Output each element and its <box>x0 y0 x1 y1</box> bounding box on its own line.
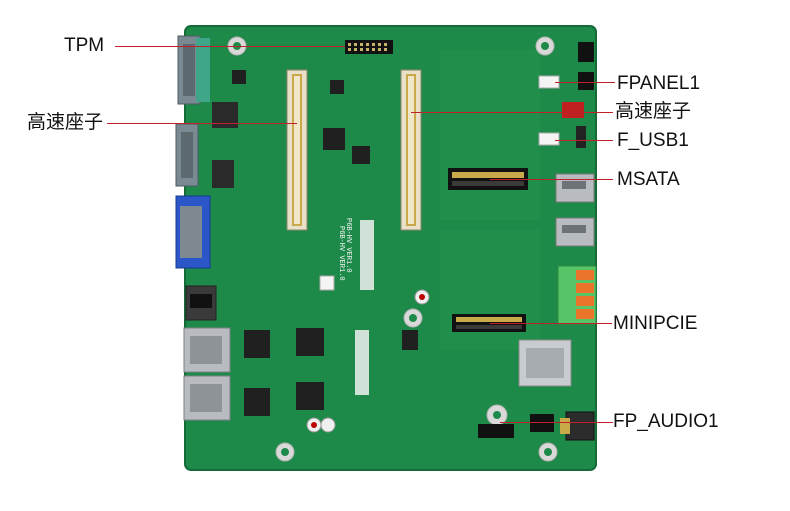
label-f-usb1: F_USB1 <box>617 130 689 151</box>
leader-line-fp-audio1 <box>500 422 613 423</box>
tpm-header <box>345 40 393 54</box>
leader-line-tpm <box>115 46 345 47</box>
fp-audio1-jack <box>565 411 595 441</box>
label-high-speed-socket-left: 高速座子 <box>27 112 104 133</box>
leader-line-socket-right <box>411 112 613 113</box>
high-speed-socket-right <box>400 69 422 231</box>
label-tpm: TPM <box>64 35 105 56</box>
label-fpanel1: FPANEL1 <box>617 73 701 94</box>
silkscreen-text-1: P6B-HV VER1.0 <box>344 218 352 273</box>
silkscreen-text-2: P6B-HV VER1.0 <box>337 226 345 281</box>
leader-line-socket-left <box>107 123 297 124</box>
leader-line-msata <box>490 179 613 180</box>
f-usb1-connector <box>538 132 560 146</box>
leader-line-fpanel1 <box>555 82 615 83</box>
label-msata: MSATA <box>617 169 680 190</box>
leader-line-minipcie <box>490 323 612 324</box>
leader-line-f-usb1 <box>555 140 613 141</box>
high-speed-socket-left <box>286 69 308 231</box>
label-high-speed-socket-right: 高速座子 <box>615 101 692 122</box>
minipcie-slot <box>452 314 526 332</box>
label-minipcie: MINIPCIE <box>613 313 698 334</box>
msata-slot <box>448 168 528 190</box>
label-fp-audio1: FP_AUDIO1 <box>613 411 719 432</box>
